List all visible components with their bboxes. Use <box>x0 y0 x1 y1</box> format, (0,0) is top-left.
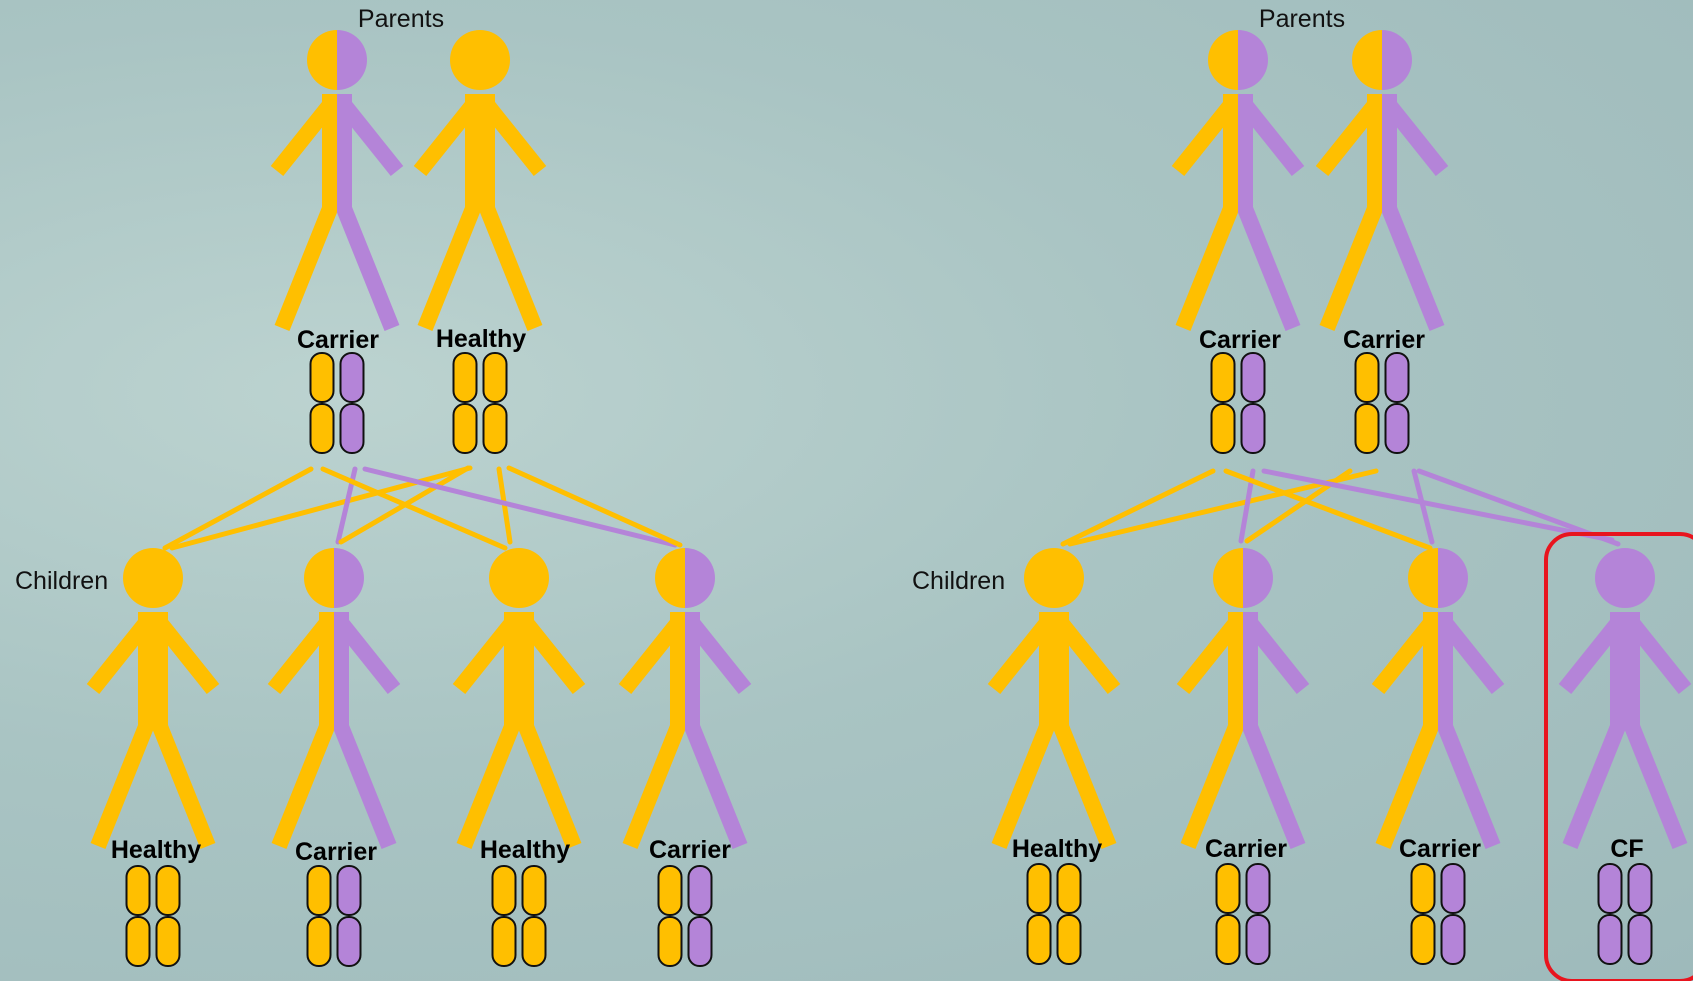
allele-line-right-7 <box>1261 468 1615 543</box>
parent-chromosomes-left-2 <box>452 352 508 454</box>
figures-layer <box>86 30 1692 967</box>
allele-line-left-2 <box>169 465 473 551</box>
allele-line-left-8 <box>506 465 683 548</box>
parents-label-left: Parents <box>358 5 444 33</box>
parent-chromosomes-left-1 <box>309 352 365 454</box>
cf-child-highlight-box <box>1544 532 1693 981</box>
allele-line-right-5 <box>1223 468 1433 551</box>
child-figure-left-1 <box>86 548 220 849</box>
child-figure-left-4 <box>618 548 752 849</box>
child-chromosomes-left-3 <box>491 865 547 967</box>
allele-line-right-8 <box>1416 468 1621 547</box>
allele-line-left-5 <box>320 466 508 551</box>
child-chromosomes-right-3 <box>1410 863 1466 965</box>
child-status-label-right-4: CF <box>1610 835 1643 863</box>
child-status-label-left-1: Healthy <box>111 836 201 864</box>
parent-figure-left-2 <box>413 30 547 331</box>
parent-status-label-right-1: Carrier <box>1199 326 1281 354</box>
child-chromosomes-right-4 <box>1597 863 1653 965</box>
child-figure-left-2 <box>267 548 401 849</box>
child-figure-left-3 <box>452 548 586 849</box>
parent-chromosomes-right-1 <box>1210 352 1266 454</box>
allele-line-left-7 <box>362 466 678 548</box>
allele-line-right-6 <box>1411 468 1435 545</box>
child-chromosomes-left-2 <box>306 865 362 967</box>
children-label-right: Children <box>912 567 1005 595</box>
allele-connection-lines <box>162 465 1621 551</box>
allele-line-right-4 <box>1244 468 1353 544</box>
allele-line-right-1 <box>1060 468 1216 547</box>
child-chromosomes-left-1 <box>125 865 181 967</box>
parent-status-label-left-1: Carrier <box>297 326 379 354</box>
parents-label-right: Parents <box>1259 5 1345 33</box>
child-chromosomes-right-2 <box>1215 863 1271 965</box>
child-figure-right-4 <box>1558 548 1692 849</box>
parent-figure-right-2 <box>1315 30 1449 331</box>
parent-status-label-left-2: Healthy <box>436 325 526 353</box>
child-status-label-right-2: Carrier <box>1205 835 1287 863</box>
child-status-label-left-4: Carrier <box>649 836 731 864</box>
child-status-label-right-3: Carrier <box>1399 835 1481 863</box>
child-status-label-left-2: Carrier <box>295 838 377 866</box>
labels-layer: Parents Children Carrier Healthy Healthy… <box>15 5 1644 866</box>
child-figure-right-1 <box>987 548 1121 849</box>
children-label-left: Children <box>15 567 108 595</box>
parent-chromosomes-right-2 <box>1354 352 1410 454</box>
child-status-label-right-1: Healthy <box>1012 835 1102 863</box>
child-chromosomes-right-1 <box>1026 863 1082 965</box>
child-status-label-left-3: Healthy <box>480 836 570 864</box>
child-figure-right-2 <box>1176 548 1310 849</box>
parent-figure-left-1 <box>270 30 404 331</box>
allele-line-left-1 <box>162 466 314 551</box>
parent-figure-right-1 <box>1171 30 1305 331</box>
parent-status-label-right-2: Carrier <box>1343 326 1425 354</box>
child-figure-right-3 <box>1371 548 1505 849</box>
child-chromosomes-left-4 <box>657 865 713 967</box>
